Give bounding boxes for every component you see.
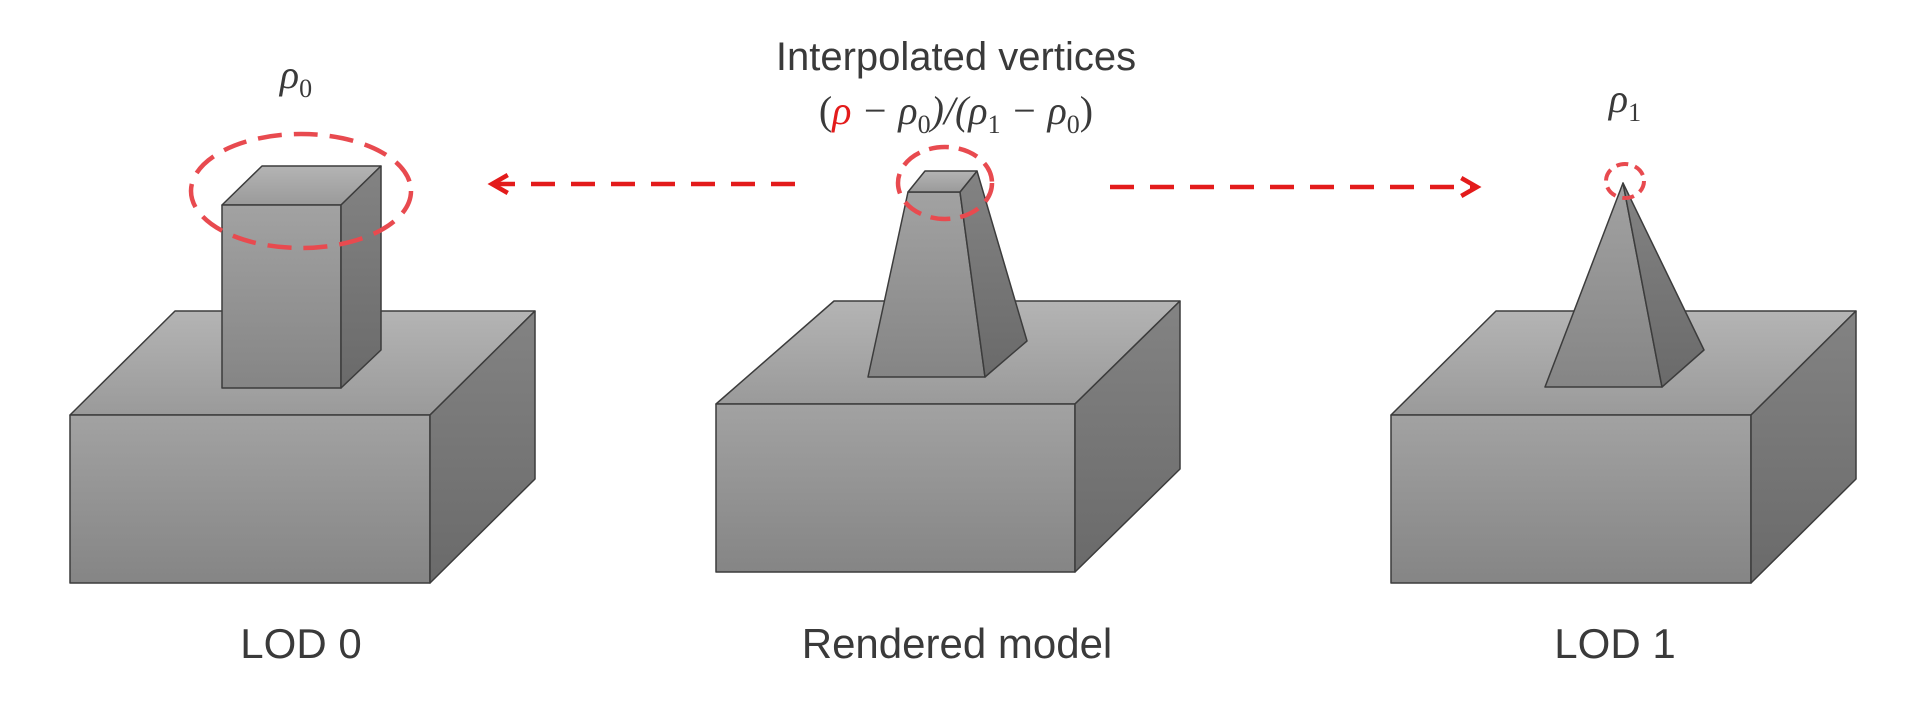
lod1-caption: LOD 1 [1554, 620, 1675, 667]
rendered-base-side [1074, 300, 1181, 573]
rendered-base-front [715, 403, 1076, 573]
lod1-pyramid-side [1622, 182, 1705, 388]
interpolation-formula: (ρ − ρ0)/(ρ1 − ρ0) [819, 88, 1093, 139]
lod0-caption: LOD 0 [240, 620, 361, 667]
lod0-base-front [69, 414, 431, 584]
lod1-model [1390, 182, 1857, 584]
rendered-top-highlight [895, 144, 995, 222]
rendered-model [715, 170, 1181, 573]
lod1-top-highlight [1604, 162, 1646, 200]
lod0-column-front [221, 204, 342, 389]
lod0-top-highlight [188, 131, 414, 251]
lod0-model [69, 165, 536, 584]
rho0-label: ρ0 [278, 52, 312, 103]
interpolated-vertices-title: Interpolated vertices [776, 35, 1136, 79]
lod0-column-side [340, 165, 382, 389]
rendered-model-caption: Rendered model [802, 620, 1113, 667]
lod1-base-side [1750, 310, 1857, 584]
rho1-label: ρ1 [1607, 76, 1641, 127]
rendered-frustum-top [907, 170, 978, 193]
lod1-base-front [1390, 414, 1752, 584]
lod0-base-side [429, 310, 536, 584]
